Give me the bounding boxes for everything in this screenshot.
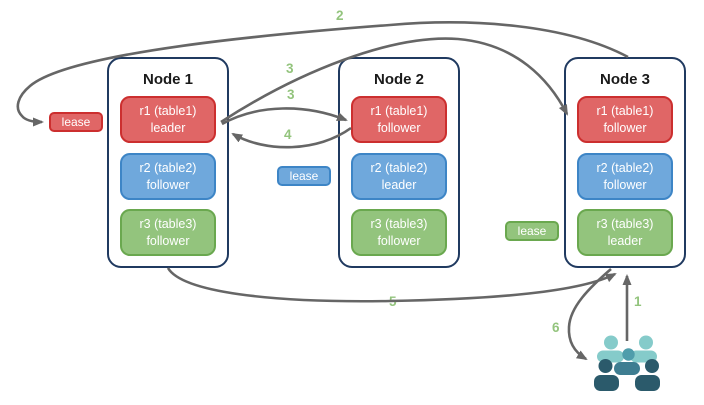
replica-role: follower xyxy=(603,120,647,135)
replica-role: follower xyxy=(146,233,190,248)
step-label-2: 2 xyxy=(336,8,344,23)
users-group-icon xyxy=(594,335,660,391)
replica-name: r3 (table3) xyxy=(596,217,654,232)
node-2-title: Node 2 xyxy=(373,71,424,88)
replica-role: follower xyxy=(146,177,190,192)
node-2-replica-r1: r1 (table1) follower xyxy=(351,96,447,143)
replica-name: r1 (table1) xyxy=(139,104,197,119)
step-label-3b: 3 xyxy=(287,87,295,102)
replica-name: r3 (table3) xyxy=(139,217,197,232)
replica-role: follower xyxy=(377,233,421,248)
step-label-6: 6 xyxy=(552,320,560,335)
node-1-replica-r1: r1 (table1) leader xyxy=(120,96,216,143)
arrow-step-4-ack xyxy=(231,126,352,149)
node-3-replica-r2: r2 (table2) follower xyxy=(577,153,673,200)
step-label-5: 5 xyxy=(389,294,397,309)
node-1-replica-r3: r3 (table3) follower xyxy=(120,209,216,256)
replica-name: r2 (table2) xyxy=(139,161,197,176)
node-3-replica-r3: r3 (table3) leader xyxy=(577,209,673,256)
node-box-3: Node 3 r1 (table1) follower r2 (table2) … xyxy=(564,57,686,268)
replica-role: leader xyxy=(150,120,186,135)
step-label-3a: 3 xyxy=(286,61,294,76)
replica-role: follower xyxy=(603,177,647,192)
replica-name: r3 (table3) xyxy=(370,217,428,232)
node-box-1: Node 1 r1 (table1) leader r2 (table2) fo… xyxy=(107,57,229,268)
lease-tag-green: lease xyxy=(505,221,559,241)
users-front-row xyxy=(594,359,660,391)
replica-role: leader xyxy=(381,177,417,192)
replica-role: leader xyxy=(607,233,643,248)
node-3-title: Node 3 xyxy=(599,71,650,88)
step-label-1: 1 xyxy=(634,294,642,309)
replica-name: r2 (table2) xyxy=(370,161,428,176)
node-2-replica-r3: r3 (table3) follower xyxy=(351,209,447,256)
lease-tag-red: lease xyxy=(49,112,103,132)
lease-tag-blue: lease xyxy=(277,166,331,186)
arrow-step-3-to-node2 xyxy=(221,107,348,126)
node-2-replica-r2: r2 (table2) leader xyxy=(351,153,447,200)
node-1-replica-r2: r2 (table2) follower xyxy=(120,153,216,200)
node-1-title: Node 1 xyxy=(142,71,193,88)
step-label-4: 4 xyxy=(284,127,292,142)
replica-name: r1 (table1) xyxy=(596,104,654,119)
users-center-person xyxy=(614,348,640,375)
node-3-replica-r1: r1 (table1) follower xyxy=(577,96,673,143)
replica-name: r2 (table2) xyxy=(596,161,654,176)
replica-name: r1 (table1) xyxy=(370,104,428,119)
replica-role: follower xyxy=(377,120,421,135)
node-box-2: Node 2 r1 (table1) follower r2 (table2) … xyxy=(338,57,460,268)
